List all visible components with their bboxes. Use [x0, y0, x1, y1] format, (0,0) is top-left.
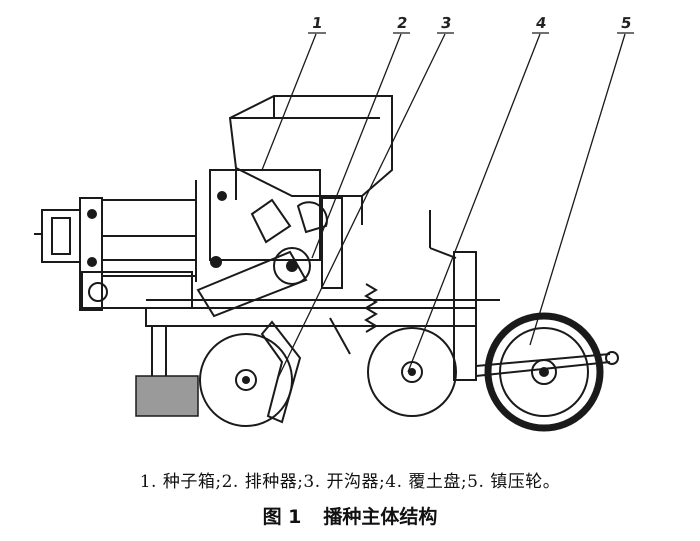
covering-disc	[367, 327, 457, 417]
covering-disc-front	[199, 333, 293, 427]
press-wheel	[475, 312, 619, 432]
spring	[364, 283, 378, 333]
caption-title: 播种主体结构	[323, 506, 438, 528]
seeder-line-drawing	[34, 32, 634, 432]
main-frame	[145, 210, 500, 397]
seed-box	[228, 95, 393, 225]
front-hitch	[34, 180, 197, 311]
figure-caption: 图 1 播种主体结构	[0, 502, 700, 529]
furrow-opener	[135, 317, 351, 424]
seed-meter	[196, 169, 343, 318]
seeder-drawing: 1 2 3 4 5	[34, 14, 634, 432]
figure-legend: 1. 种子箱;2. 排种器;3. 开沟器;4. 覆土盘;5. 镇压轮。	[139, 472, 561, 492]
caption-number: 图 1	[262, 506, 302, 528]
